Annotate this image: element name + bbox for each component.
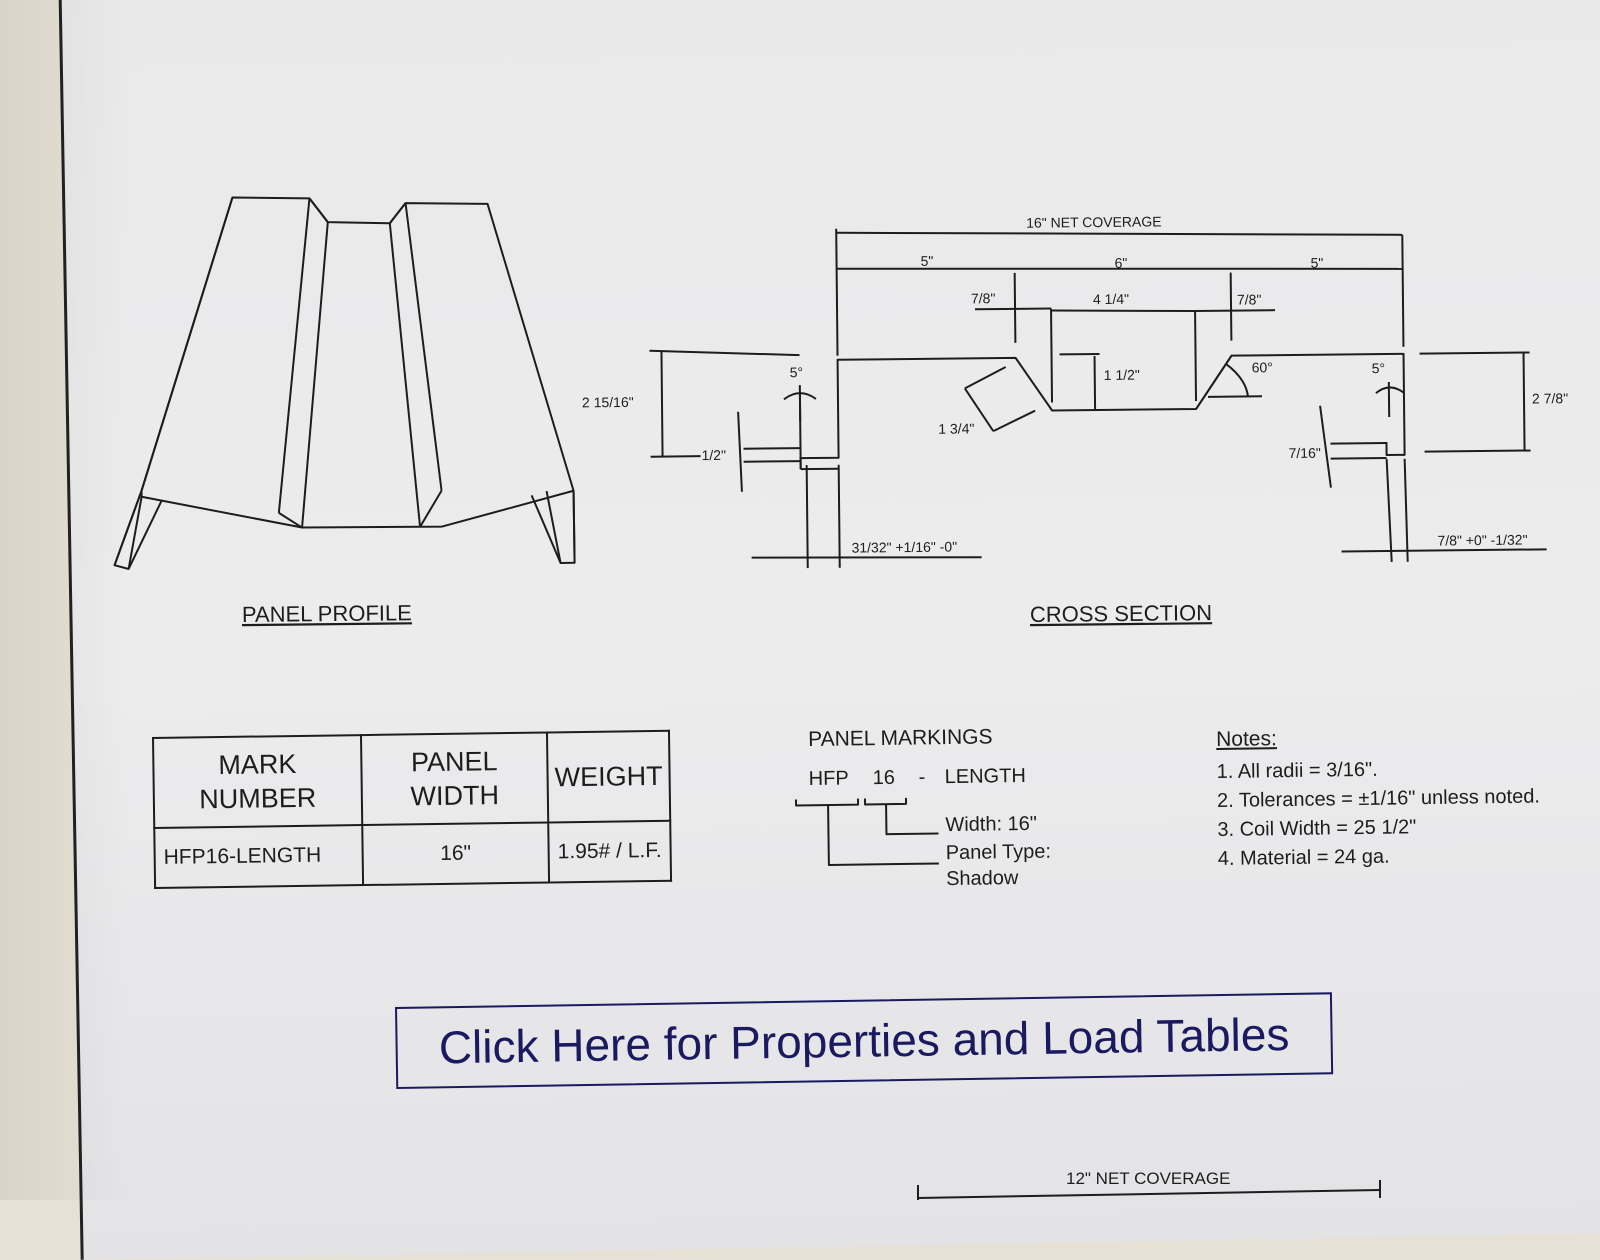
marking-type-code: HFP <box>809 767 849 791</box>
header-panel-width: PANEL WIDTH <box>361 732 548 825</box>
cross-section-drawing <box>648 221 1547 569</box>
marking-separator: - <box>919 766 926 789</box>
panel-profile-title: PANEL PROFILE <box>242 600 412 627</box>
cross-section-title: CROSS SECTION <box>1030 600 1212 627</box>
dim-left-hook-length: 31/32" +1/16" -0" <box>851 539 957 556</box>
table-row: HFP16-LENGTH 16" 1.95# / L.F. <box>154 821 671 888</box>
dim-left-span: 5" <box>920 253 933 269</box>
notes: Notes: 1. All radii = 3/16". 2. Toleranc… <box>1216 723 1541 873</box>
dim-right-slope: 7/8" <box>1237 291 1262 307</box>
marking-width-label: Width: 16" <box>945 813 1037 837</box>
dim-center-span: 6" <box>1114 255 1127 271</box>
marking-width-code: 16 <box>873 767 896 790</box>
note-item: 2. Tolerances = ±1/16" unless noted. <box>1217 782 1540 816</box>
dim-right-height: 2 7/8" <box>1532 390 1568 406</box>
dim-right-hook-width: 7/16" <box>1288 445 1320 461</box>
cell-weight: 1.95# / L.F. <box>548 821 671 883</box>
dim-slope-length: 1 3/4" <box>938 420 974 436</box>
dim-right-span: 5" <box>1310 255 1323 271</box>
dim-left-hook-width: 1/2" <box>701 447 726 463</box>
marking-type-label: Panel Type: <box>946 841 1052 865</box>
marking-type-value: Shadow <box>946 867 1019 891</box>
dim-right-hook-angle: 5° <box>1372 360 1386 376</box>
dim-right-hook-length: 7/8" +0" -1/32" <box>1437 532 1527 549</box>
properties-load-tables-link[interactable]: Click Here for Properties and Load Table… <box>395 992 1333 1089</box>
next-net-coverage-label: 12" NET COVERAGE <box>1066 1169 1230 1188</box>
marking-length-code: LENGTH <box>945 765 1026 789</box>
panel-markings-leaders <box>796 797 939 865</box>
panel-profile-drawing <box>109 193 574 569</box>
cell-panel-width: 16" <box>362 822 549 885</box>
header-weight: WEIGHT <box>547 731 670 823</box>
note-item: 4. Material = 24 ga. <box>1218 840 1541 874</box>
notes-title: Notes: <box>1216 723 1539 752</box>
next-net-coverage-line <box>918 1190 1380 1198</box>
dim-left-hook-angle: 5° <box>790 364 804 380</box>
dim-rib-angle: 60° <box>1252 359 1273 375</box>
spec-table: MARK NUMBER PANEL WIDTH WEIGHT HFP16-LEN… <box>152 730 672 889</box>
cell-mark-number: HFP16-LENGTH <box>154 825 363 888</box>
panel-markings-title: PANEL MARKINGS <box>808 725 993 752</box>
dim-rib-depth: 1 1/2" <box>1104 367 1140 383</box>
dim-left-height: 2 15/16" <box>582 394 634 411</box>
dim-center-flat: 4 1/4" <box>1093 291 1129 307</box>
note-item: 3. Coil Width = 25 1/2" <box>1217 811 1540 845</box>
note-item: 1. All radii = 3/16". <box>1216 753 1539 787</box>
dim-left-slope: 7/8" <box>971 290 996 306</box>
dim-net-coverage: 16" NET COVERAGE <box>1026 213 1162 230</box>
header-mark-number: MARK NUMBER <box>153 735 362 828</box>
